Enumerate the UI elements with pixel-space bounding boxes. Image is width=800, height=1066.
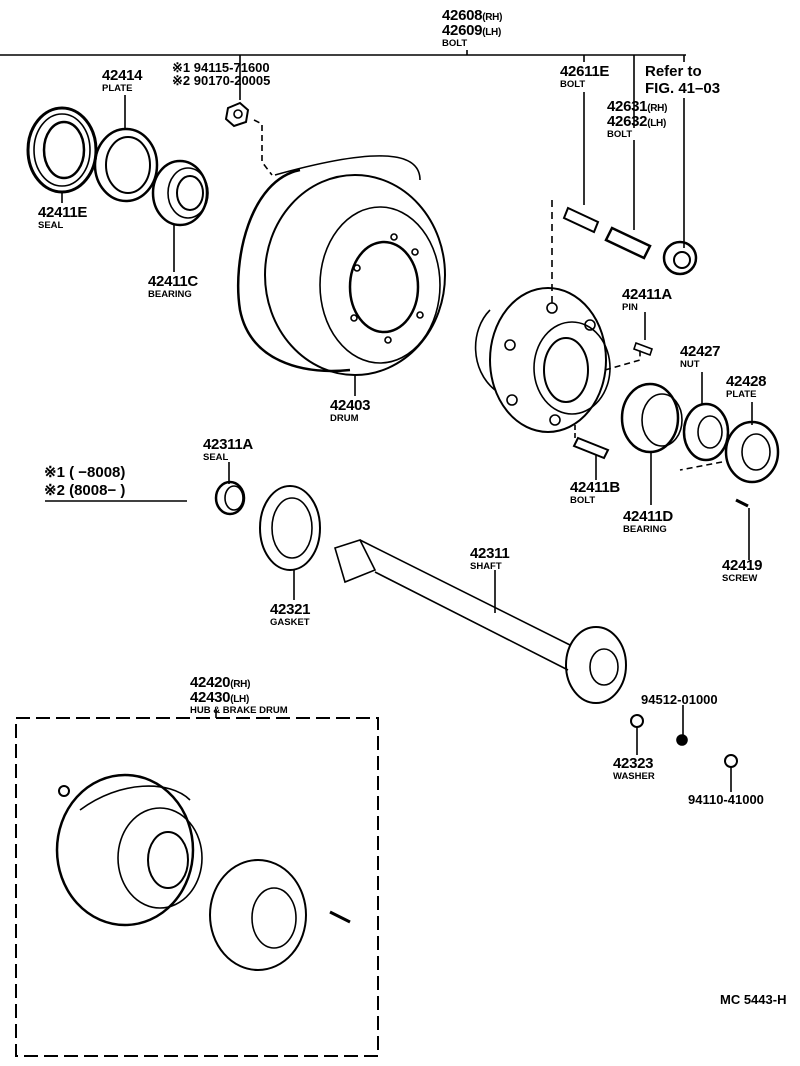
label-shaft-42311: 42311 SHAFT xyxy=(470,545,510,572)
alt-part-1: ※1 94115-71600 xyxy=(172,60,270,75)
label-bolt-42611E: 42611E BOLT xyxy=(560,63,610,90)
label-pin-42411A: 42411A PIN xyxy=(622,286,672,313)
label-plate-42414: 42414 PLATE xyxy=(102,67,143,94)
nut-42427-drawing xyxy=(682,372,730,462)
hub-drawing xyxy=(474,287,641,440)
bolt-42411B-drawing xyxy=(572,436,610,480)
part-number: 42609 xyxy=(442,22,483,39)
label-seal-42311A: 42311A SEAL xyxy=(203,436,253,463)
screw-42419-drawing xyxy=(735,498,750,560)
label-bearing-42411D: 42411D BEARING xyxy=(623,508,673,535)
seal-42311A-drawing xyxy=(214,462,246,516)
nut-drawing xyxy=(224,101,273,176)
label-washer-42323: 42323 WASHER xyxy=(613,755,655,782)
legend-row-1: ※1 ( −8008) xyxy=(44,464,126,481)
leader-bracket-top xyxy=(0,50,686,248)
plate-42414-drawing xyxy=(93,95,159,203)
nut-94512-drawing xyxy=(676,705,688,746)
part-number: 42608 xyxy=(442,7,483,24)
label-nut-42427: 42427 NUT xyxy=(680,343,721,370)
bearing-42411C-drawing xyxy=(151,159,209,272)
label-seal-42411E: 42411E SEAL xyxy=(38,204,88,231)
side: (LH) xyxy=(482,27,502,38)
seal-42411E-drawing xyxy=(26,106,98,203)
label-nut-alternates: ※1 94115-71600 ※2 90170-20005 xyxy=(172,61,270,87)
label-plate-42428: 42428 PLATE xyxy=(726,373,767,400)
assembly-box xyxy=(15,710,379,1057)
bearing-42411D-drawing xyxy=(620,382,683,505)
plate-42428-drawing xyxy=(679,402,780,484)
label-nut-94110: 94110-41000 xyxy=(688,792,764,807)
shaft-42311-drawing xyxy=(334,539,627,704)
legend: ※1 ( −8008) ※2 (8008− ) xyxy=(44,465,125,498)
nut-94110-drawing xyxy=(724,754,738,792)
label-gasket-42321: 42321 GASKET xyxy=(270,601,311,628)
side: (RH) xyxy=(482,12,503,23)
washer-42323-drawing xyxy=(630,714,644,755)
part-name: BOLT xyxy=(442,38,468,49)
label-bolt-42631: 42631(RH) 42632(LH) BOLT xyxy=(607,98,668,140)
figure-code: MC 5443-H xyxy=(720,992,787,1007)
drum-42403-drawing xyxy=(236,155,446,396)
label-nut-94512: 94512-01000 xyxy=(641,692,718,707)
label-refer-fig: Refer to FIG. 41–03 xyxy=(645,63,721,97)
pin-42411A-drawing xyxy=(632,312,654,357)
label-bearing-42411C: 42411C BEARING xyxy=(148,273,198,300)
gasket-42321-drawing xyxy=(259,485,321,600)
nut-refer-drawing xyxy=(662,240,698,276)
label-hub-drum-42420: 42420(RH) 42430(LH) HUB & BRAKE DRUM xyxy=(190,674,288,716)
bolt-42631-drawing xyxy=(604,226,652,260)
alt-part-2: ※2 90170-20005 xyxy=(172,73,271,88)
label-bolt-42608: 42608(RH) 42609(LH) BOLT xyxy=(442,8,502,49)
label-screw-42419: 42419 SCREW xyxy=(722,557,763,584)
legend-row-2: ※2 (8008− ) xyxy=(44,482,126,499)
label-drum-42403: 42403 DRUM xyxy=(330,397,371,424)
label-bolt-42411B: 42411B BOLT xyxy=(570,479,620,506)
